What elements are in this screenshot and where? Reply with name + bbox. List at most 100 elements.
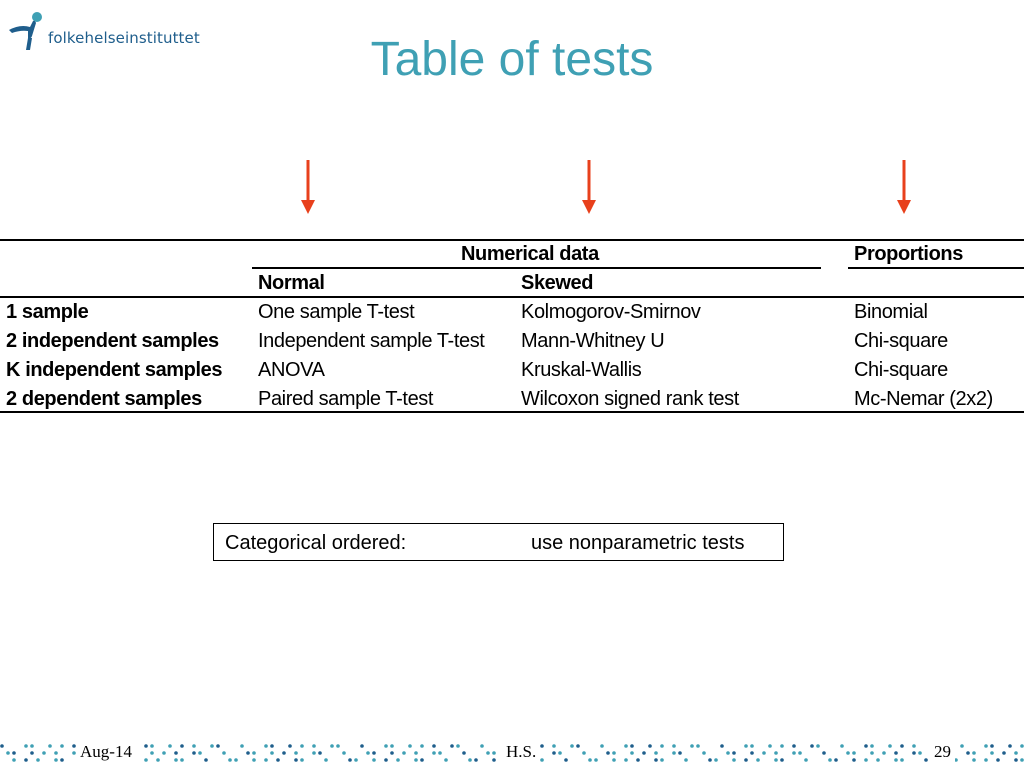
footer-dot	[570, 744, 574, 748]
footer-dot	[174, 751, 178, 755]
footer-dot	[420, 758, 424, 762]
footer-dot	[432, 744, 436, 748]
footer-dot	[180, 758, 184, 762]
footer-dot	[438, 751, 442, 755]
footer-dot	[60, 744, 64, 748]
footer-dot	[630, 751, 634, 755]
footer-dot	[198, 751, 202, 755]
down-arrow-icon	[582, 160, 596, 216]
footer-dot	[6, 751, 10, 755]
footer-dot	[780, 758, 784, 762]
footer-dot	[444, 758, 448, 762]
footer-dot	[990, 744, 994, 748]
footer-dot	[852, 758, 856, 762]
table-cell-skewed: Mann-Whitney U	[521, 330, 665, 352]
footer-dot	[462, 751, 466, 755]
footer-dot	[660, 744, 664, 748]
footer-dot	[870, 751, 874, 755]
footer-dot	[1020, 744, 1024, 748]
table-cell-normal: Paired sample T-test	[258, 388, 434, 410]
footer-dot	[30, 744, 34, 748]
footer-dot	[552, 744, 556, 748]
footer-dot	[984, 744, 988, 748]
table-cell-proportions: Mc-Nemar (2x2)	[854, 388, 993, 410]
footer-dot	[804, 758, 808, 762]
footer-dot	[468, 758, 472, 762]
footer-dot	[678, 751, 682, 755]
footer-dot	[288, 744, 292, 748]
footer-dot	[888, 744, 892, 748]
footer-dot	[630, 744, 634, 748]
footer-dot	[372, 758, 376, 762]
footer-dot	[156, 758, 160, 762]
footer-dot	[672, 751, 676, 755]
header-numerical-data: Numerical data	[461, 243, 599, 265]
footer-dot	[1008, 744, 1012, 748]
footer-dot	[972, 758, 976, 762]
footer-dot	[954, 758, 958, 762]
footer-dot	[474, 758, 478, 762]
footer-dot	[912, 751, 916, 755]
footer-dot	[414, 751, 418, 755]
table-cell-skewed: Kruskal-Wallis	[521, 359, 642, 381]
footer-dot	[588, 758, 592, 762]
footer-dot	[774, 758, 778, 762]
footer-dot	[594, 758, 598, 762]
footer-dot	[672, 744, 676, 748]
footer-dot	[300, 758, 304, 762]
footer-dot	[636, 758, 640, 762]
footer-dot	[648, 744, 652, 748]
footer-dot	[894, 758, 898, 762]
footer-dot	[204, 758, 208, 762]
footer-dot	[894, 751, 898, 755]
footer-dot	[264, 758, 268, 762]
footer-dot	[792, 751, 796, 755]
footer-dot	[1020, 758, 1024, 762]
footer-dot	[966, 751, 970, 755]
header-proportions: Proportions	[854, 243, 963, 265]
footer-dot	[270, 751, 274, 755]
footer-dot	[552, 751, 556, 755]
down-arrow-icon	[301, 160, 315, 216]
row-label: 2 dependent samples	[6, 388, 202, 410]
footer-dot	[612, 751, 616, 755]
footer-dot	[642, 751, 646, 755]
footer-dot	[420, 744, 424, 748]
table-cell-normal: One sample T-test	[258, 301, 415, 323]
footer-dot	[54, 751, 58, 755]
footer-dot	[234, 758, 238, 762]
footer-dot	[774, 751, 778, 755]
footer-dot	[780, 744, 784, 748]
header-normal: Normal	[258, 272, 325, 294]
down-arrow-icon	[897, 160, 911, 216]
note-label: Categorical ordered:	[225, 532, 407, 554]
table-cell-skewed: Wilcoxon signed rank test	[521, 388, 739, 410]
footer-dot	[12, 758, 16, 762]
footer-dot	[402, 751, 406, 755]
footer-dot	[870, 744, 874, 748]
footer-dot	[366, 751, 370, 755]
footer-dot	[810, 744, 814, 748]
footer-dot	[708, 758, 712, 762]
footer-dot	[660, 758, 664, 762]
footer-dot	[276, 758, 280, 762]
footer-dot	[372, 751, 376, 755]
footer-dot	[24, 744, 28, 748]
footer-dot	[732, 751, 736, 755]
footer-dot	[828, 758, 832, 762]
footer-dot	[330, 744, 334, 748]
row-label: 1 sample	[6, 301, 89, 323]
footer-dot	[918, 751, 922, 755]
footer-dot	[750, 744, 754, 748]
footer-dot	[558, 751, 562, 755]
footer-dot	[876, 758, 880, 762]
footer-dot	[606, 751, 610, 755]
footer-date: Aug-14	[76, 742, 136, 762]
footer-page-number: 29	[930, 742, 955, 762]
footer-dot	[228, 758, 232, 762]
footer-dot	[12, 751, 16, 755]
footer-dot	[768, 744, 772, 748]
footer-dot	[210, 744, 214, 748]
numerical-header-rule	[252, 267, 821, 269]
footer-dot	[300, 744, 304, 748]
